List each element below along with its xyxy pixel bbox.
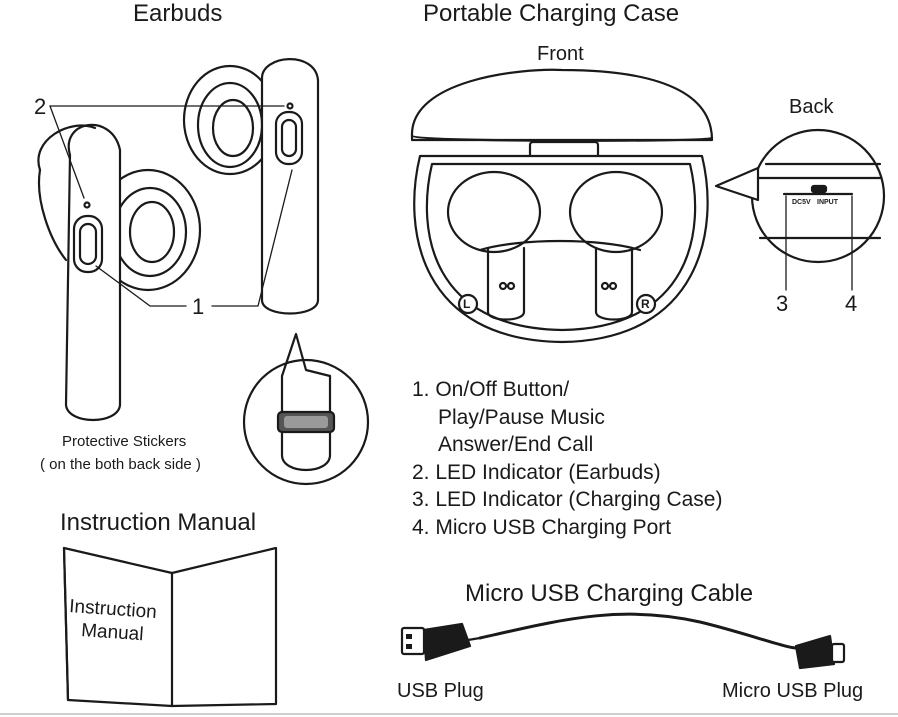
legend-item: Answer/End Call — [438, 433, 594, 457]
right-slot-mark: R — [641, 297, 650, 311]
legend-item: 3. LED Indicator (Charging Case) — [412, 488, 723, 512]
case-back-detail-drawing — [714, 128, 886, 291]
earbuds-title: Earbuds — [133, 0, 223, 27]
charging-case-title: Portable Charging Case — [423, 0, 680, 27]
charging-case-drawing — [410, 68, 714, 344]
port-text-dc5v: DC5V — [792, 199, 811, 206]
manual-cover-line2: Manual — [80, 620, 145, 646]
earbud-right-drawing — [182, 58, 320, 315]
callout-3-case-led: 3 — [776, 291, 789, 316]
manual-title: Instruction Manual — [60, 509, 257, 536]
component-legend: 1. On/Off Button/ Play/Pause Music Answe… — [412, 376, 722, 542]
earbud-callout-lines — [49, 105, 293, 307]
case-back-label: Back — [789, 96, 834, 118]
legend-item: 4. Micro USB Charging Port — [412, 515, 672, 539]
callout-1-button: 1 — [192, 294, 205, 319]
stickers-label: Protective Stickers — [62, 433, 187, 450]
usb-cable-drawing — [400, 612, 846, 670]
sticker-detail-drawing — [242, 332, 370, 486]
port-text-input: INPUT — [817, 199, 838, 206]
left-slot-mark: L — [463, 297, 471, 311]
callout-4-usb-port: 4 — [845, 291, 858, 316]
legend-item: Play/Pause Music — [438, 405, 605, 429]
legend-item: 2. LED Indicator (Earbuds) — [412, 460, 661, 484]
micro-usb-plug-label: Micro USB Plug — [722, 680, 864, 702]
manual-booklet-drawing — [62, 546, 278, 708]
earbud-left-drawing — [37, 123, 202, 422]
stickers-sublabel: ( on the both back side ) — [40, 456, 201, 473]
case-front-label: Front — [537, 43, 584, 65]
legend-item: 1. On/Off Button/ — [412, 378, 570, 401]
cable-title: Micro USB Charging Cable — [465, 580, 754, 607]
usb-plug-label: USB Plug — [397, 680, 484, 702]
callout-2-led: 2 — [34, 94, 47, 119]
